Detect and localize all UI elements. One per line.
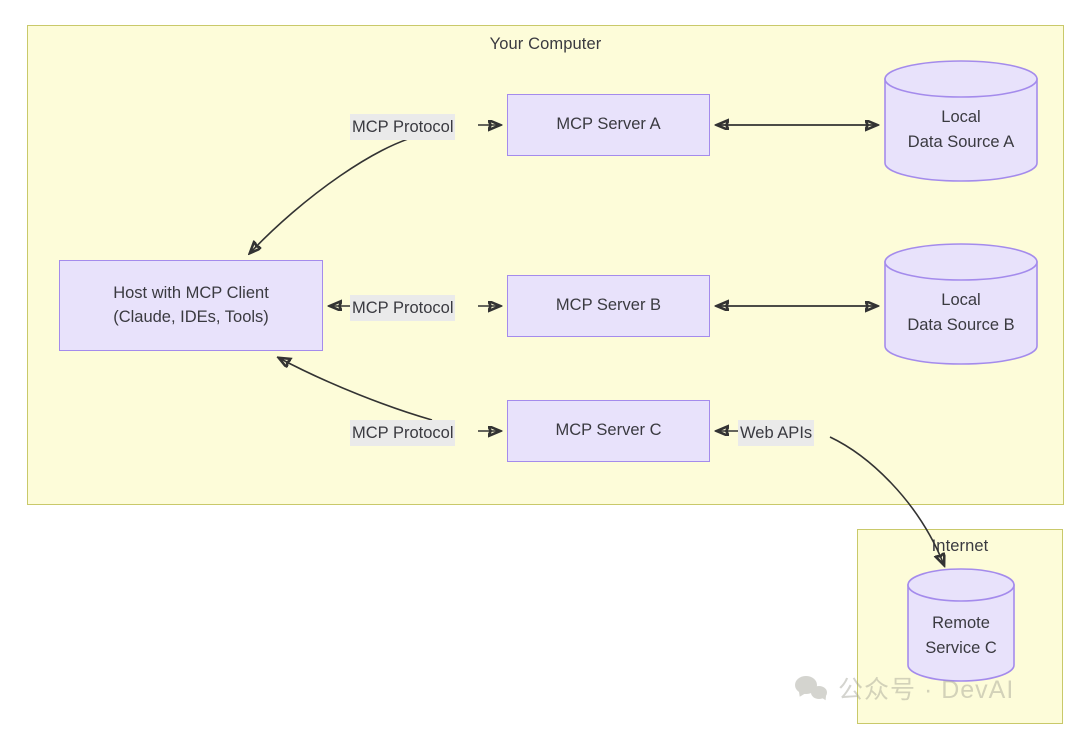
- edge-label-mcp-protocol-b: MCP Protocol: [350, 295, 456, 322]
- node-host-line2: (Claude, IDEs, Tools): [113, 307, 269, 326]
- cylinder-shape-icon: [907, 568, 1015, 682]
- cylinder-shape-icon: [884, 243, 1038, 365]
- edge-label-mcp-protocol-a: MCP Protocol: [350, 114, 456, 141]
- node-local-data-source-a[interactable]: Local Data Source A: [884, 60, 1038, 182]
- node-local-data-source-b[interactable]: Local Data Source B: [884, 243, 1038, 365]
- edge-label-web-apis: Web APIs: [738, 420, 815, 447]
- edge-label-mcp-protocol-c: MCP Protocol: [350, 420, 456, 447]
- cylinder-shape-icon: [884, 60, 1038, 182]
- node-host-line1: Host with MCP Client: [113, 283, 269, 302]
- node-mcp-server-c[interactable]: MCP Server C: [507, 400, 710, 462]
- node-mcp-server-a[interactable]: MCP Server A: [507, 94, 710, 156]
- node-mcp-server-a-label: MCP Server A: [556, 115, 661, 134]
- boundary-your-computer-title: Your Computer: [489, 35, 602, 53]
- node-mcp-server-c-label: MCP Server C: [555, 421, 662, 440]
- node-mcp-server-b-label: MCP Server B: [555, 296, 662, 315]
- node-mcp-server-b[interactable]: MCP Server B: [507, 275, 710, 337]
- wechat-icon: [795, 675, 829, 702]
- node-host-with-mcp-client[interactable]: Host with MCP Client (Claude, IDEs, Tool…: [59, 260, 323, 351]
- node-remote-service-c[interactable]: Remote Service C: [907, 568, 1015, 682]
- boundary-internet-title: Internet: [931, 537, 989, 555]
